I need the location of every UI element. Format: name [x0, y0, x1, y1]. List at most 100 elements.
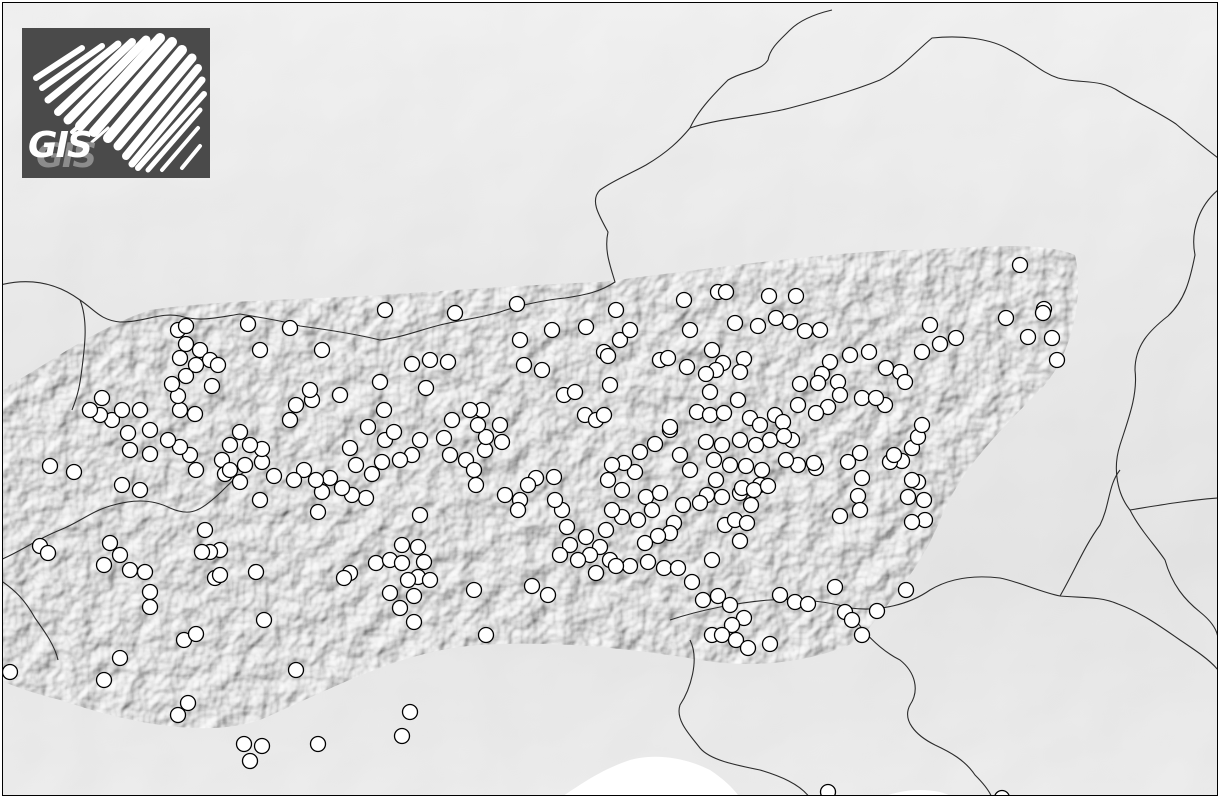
location-marker[interactable] — [391, 599, 409, 617]
location-marker[interactable] — [860, 343, 878, 361]
location-marker[interactable] — [587, 564, 605, 582]
location-marker[interactable] — [849, 487, 867, 505]
location-marker[interactable] — [411, 506, 429, 524]
location-marker[interactable] — [313, 341, 331, 359]
location-marker[interactable] — [811, 321, 829, 339]
location-marker[interactable] — [613, 481, 631, 499]
location-marker[interactable] — [599, 347, 617, 365]
relief-map[interactable] — [3, 3, 1217, 795]
location-marker[interactable] — [713, 488, 731, 506]
location-marker[interactable] — [731, 363, 749, 381]
location-marker[interactable] — [239, 315, 257, 333]
location-marker[interactable] — [761, 431, 779, 449]
location-marker[interactable] — [509, 501, 527, 519]
location-marker[interactable] — [391, 451, 409, 469]
location-marker[interactable] — [601, 376, 619, 394]
location-marker[interactable] — [931, 335, 949, 353]
location-marker[interactable] — [191, 341, 209, 359]
location-marker[interactable] — [868, 602, 886, 620]
location-marker[interactable] — [669, 559, 687, 577]
location-marker[interactable] — [545, 468, 563, 486]
location-marker[interactable] — [113, 476, 131, 494]
location-marker[interactable] — [241, 436, 259, 454]
location-marker[interactable] — [899, 488, 917, 506]
location-marker[interactable] — [551, 546, 569, 564]
location-marker[interactable] — [461, 401, 479, 419]
location-marker[interactable] — [179, 694, 197, 712]
location-marker[interactable] — [421, 351, 439, 369]
location-marker[interactable] — [749, 317, 767, 335]
location-marker[interactable] — [701, 406, 719, 424]
location-marker[interactable] — [467, 476, 485, 494]
location-marker[interactable] — [646, 435, 664, 453]
location-marker[interactable] — [121, 561, 139, 579]
location-marker[interactable] — [141, 598, 159, 616]
location-marker[interactable] — [691, 494, 709, 512]
location-marker[interactable] — [393, 727, 411, 745]
location-marker[interactable] — [496, 486, 514, 504]
location-marker[interactable] — [639, 553, 657, 571]
location-marker[interactable] — [399, 571, 417, 589]
location-marker[interactable] — [561, 536, 579, 554]
location-marker[interactable] — [363, 465, 381, 483]
location-marker[interactable] — [255, 611, 273, 629]
location-marker[interactable] — [577, 318, 595, 336]
location-marker[interactable] — [729, 391, 747, 409]
location-marker[interactable] — [376, 301, 394, 319]
location-marker[interactable] — [709, 587, 727, 605]
location-marker[interactable] — [141, 445, 159, 463]
location-marker[interactable] — [675, 291, 693, 309]
location-marker[interactable] — [359, 418, 377, 436]
location-marker[interactable] — [409, 538, 427, 556]
location-marker[interactable] — [853, 626, 871, 644]
location-marker[interactable] — [439, 353, 457, 371]
location-marker[interactable] — [721, 456, 739, 474]
location-marker[interactable] — [171, 401, 189, 419]
location-marker[interactable] — [877, 359, 895, 377]
location-marker[interactable] — [705, 451, 723, 469]
location-marker[interactable] — [543, 321, 561, 339]
location-marker[interactable] — [843, 611, 861, 629]
location-marker[interactable] — [119, 424, 137, 442]
location-marker[interactable] — [621, 321, 639, 339]
location-marker[interactable] — [771, 586, 789, 604]
location-marker[interactable] — [141, 421, 159, 439]
location-marker[interactable] — [113, 401, 131, 419]
location-marker[interactable] — [93, 389, 111, 407]
location-marker[interactable] — [997, 309, 1015, 327]
location-marker[interactable] — [341, 439, 359, 457]
location-marker[interactable] — [177, 317, 195, 335]
location-marker[interactable] — [251, 491, 269, 509]
location-marker[interactable] — [723, 616, 741, 634]
location-marker[interactable] — [508, 295, 526, 313]
location-marker[interactable] — [697, 433, 715, 451]
location-marker[interactable] — [301, 381, 319, 399]
location-marker[interactable] — [309, 503, 327, 521]
location-marker[interactable] — [159, 431, 177, 449]
location-marker[interactable] — [789, 396, 807, 414]
location-marker[interactable] — [629, 511, 647, 529]
location-marker[interactable] — [839, 453, 857, 471]
location-marker[interactable] — [321, 469, 339, 487]
location-marker[interactable] — [603, 501, 621, 519]
location-marker[interactable] — [121, 441, 139, 459]
location-marker[interactable] — [367, 554, 385, 572]
location-marker[interactable] — [577, 528, 595, 546]
location-marker[interactable] — [566, 383, 584, 401]
location-marker[interactable] — [636, 534, 654, 552]
location-marker[interactable] — [791, 375, 809, 393]
location-marker[interactable] — [853, 469, 871, 487]
location-marker[interactable] — [569, 551, 587, 569]
location-marker[interactable] — [533, 361, 551, 379]
location-marker[interactable] — [1034, 304, 1052, 322]
location-marker[interactable] — [742, 496, 760, 514]
location-marker[interactable] — [796, 322, 814, 340]
location-marker[interactable] — [707, 471, 725, 489]
location-marker[interactable] — [539, 586, 557, 604]
location-marker[interactable] — [731, 532, 749, 550]
location-marker[interactable] — [221, 436, 239, 454]
location-marker[interactable] — [915, 491, 933, 509]
location-marker[interactable] — [809, 374, 827, 392]
location-marker[interactable] — [131, 481, 149, 499]
location-marker[interactable] — [851, 444, 869, 462]
